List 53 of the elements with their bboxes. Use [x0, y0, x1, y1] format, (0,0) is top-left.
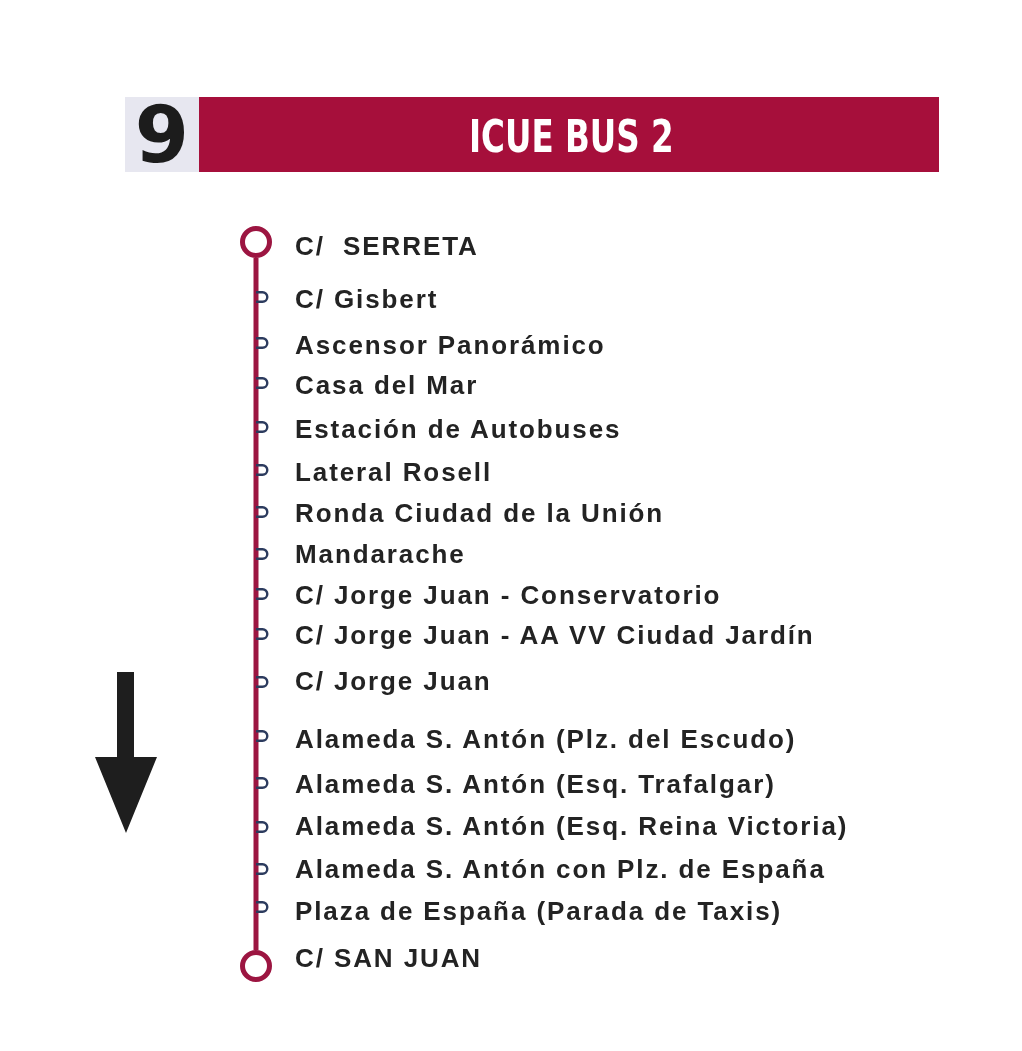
stop-marker [256, 337, 269, 349]
stop-marker [256, 863, 269, 875]
stop-marker [256, 628, 269, 640]
stop-name: C/ SERRETA [295, 230, 479, 262]
terminus-ring [240, 226, 272, 258]
route-name-banner [199, 97, 939, 172]
stop-name: Plaza de España (Parada de Taxis) [295, 895, 783, 927]
route-line [253, 427, 259, 470]
stop-marker [256, 377, 269, 389]
stop-marker [256, 464, 269, 476]
route-line [253, 736, 259, 783]
route-line [253, 554, 259, 594]
terminus-ring [240, 950, 272, 982]
route-line [253, 594, 259, 634]
stop-marker [256, 821, 269, 833]
stop-name: Alameda S. Antón (Esq. Reina Victoria) [295, 810, 849, 842]
stop-marker [256, 548, 269, 560]
route-line [253, 512, 259, 554]
line-number-tile: 9 [125, 97, 199, 172]
route-line [253, 827, 259, 869]
stop-marker [256, 506, 269, 518]
stop-name: Alameda S. Antón (Esq. Trafalgar) [295, 768, 776, 800]
stop-marker [256, 588, 269, 600]
stop-marker [256, 777, 269, 789]
stop-name: Estación de Autobuses [295, 413, 622, 445]
stop-name: Lateral Rosell [295, 456, 493, 488]
stop-marker [256, 676, 269, 688]
stop-marker [256, 421, 269, 433]
stop-name: C/ SAN JUAN [295, 942, 483, 974]
stop-name: Alameda S. Antón con Plz. de España [295, 853, 826, 885]
stop-name: Ascensor Panorámico [295, 329, 606, 361]
route-name: ICUE BUS 2 [468, 114, 674, 159]
stop-name: Casa del Mar [295, 369, 479, 401]
route-line [253, 258, 259, 297]
route-line [253, 297, 259, 343]
route-line [253, 470, 259, 512]
route-line [253, 907, 259, 950]
route-line [253, 869, 259, 907]
stop-name: Ronda Ciudad de la Unión [295, 497, 665, 529]
route-line [253, 682, 259, 736]
stop-name: C/ Gisbert [295, 283, 439, 315]
route-line [253, 783, 259, 827]
stop-marker [256, 730, 269, 742]
stop-name: C/ Jorge Juan - Conservatorio [295, 579, 722, 611]
stop-name: Alameda S. Antón (Plz. del Escudo) [295, 723, 797, 755]
stop-name: C/ Jorge Juan - AA VV Ciudad Jardín [295, 619, 815, 651]
route-line [253, 383, 259, 427]
stop-name: Mandarache [295, 538, 466, 570]
stop-name: C/ Jorge Juan [295, 665, 492, 697]
stop-marker [256, 291, 269, 303]
route-line [253, 343, 259, 383]
stop-marker [256, 901, 269, 913]
route-line [253, 634, 259, 682]
